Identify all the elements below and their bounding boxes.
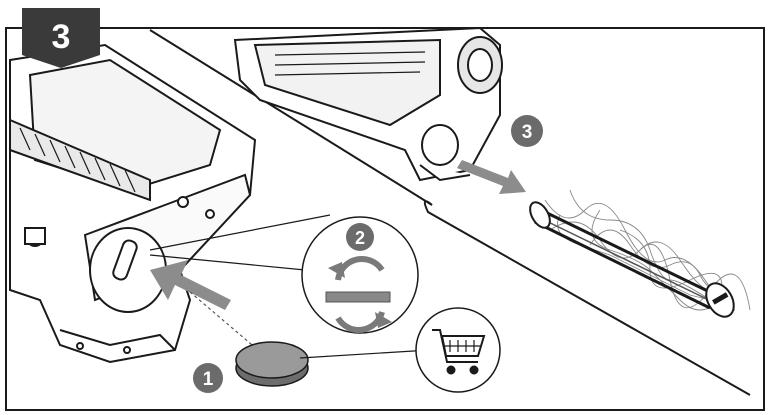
frame-border [5,27,765,411]
remove-arrow [457,160,526,194]
callout-line-rotate [149,254,306,271]
callout-2-circle [346,223,374,251]
callout-1-circle [193,363,223,393]
cart-icon [432,329,486,375]
brush-roll-icon [529,189,751,318]
callout-3-circle [511,115,543,147]
callout-line-cart [299,349,431,359]
callout-3-label: 3 [522,122,533,143]
callout-line-rotate-2 [149,214,331,251]
rotate-callout-circle [301,216,419,334]
callout-2-label: 2 [355,228,365,248]
slot-symbol [325,291,391,303]
callout-1-label: 1 [203,369,214,390]
diagonal-divider [149,29,751,396]
step-badge-shape [22,8,100,68]
coin-icon [235,341,309,387]
insert-arrow [150,260,231,310]
vacuum-head-small-icon [233,26,503,182]
step-badge-label: 3 [52,18,71,56]
vacuum-head-icon [9,43,257,364]
guide-line [189,291,259,351]
